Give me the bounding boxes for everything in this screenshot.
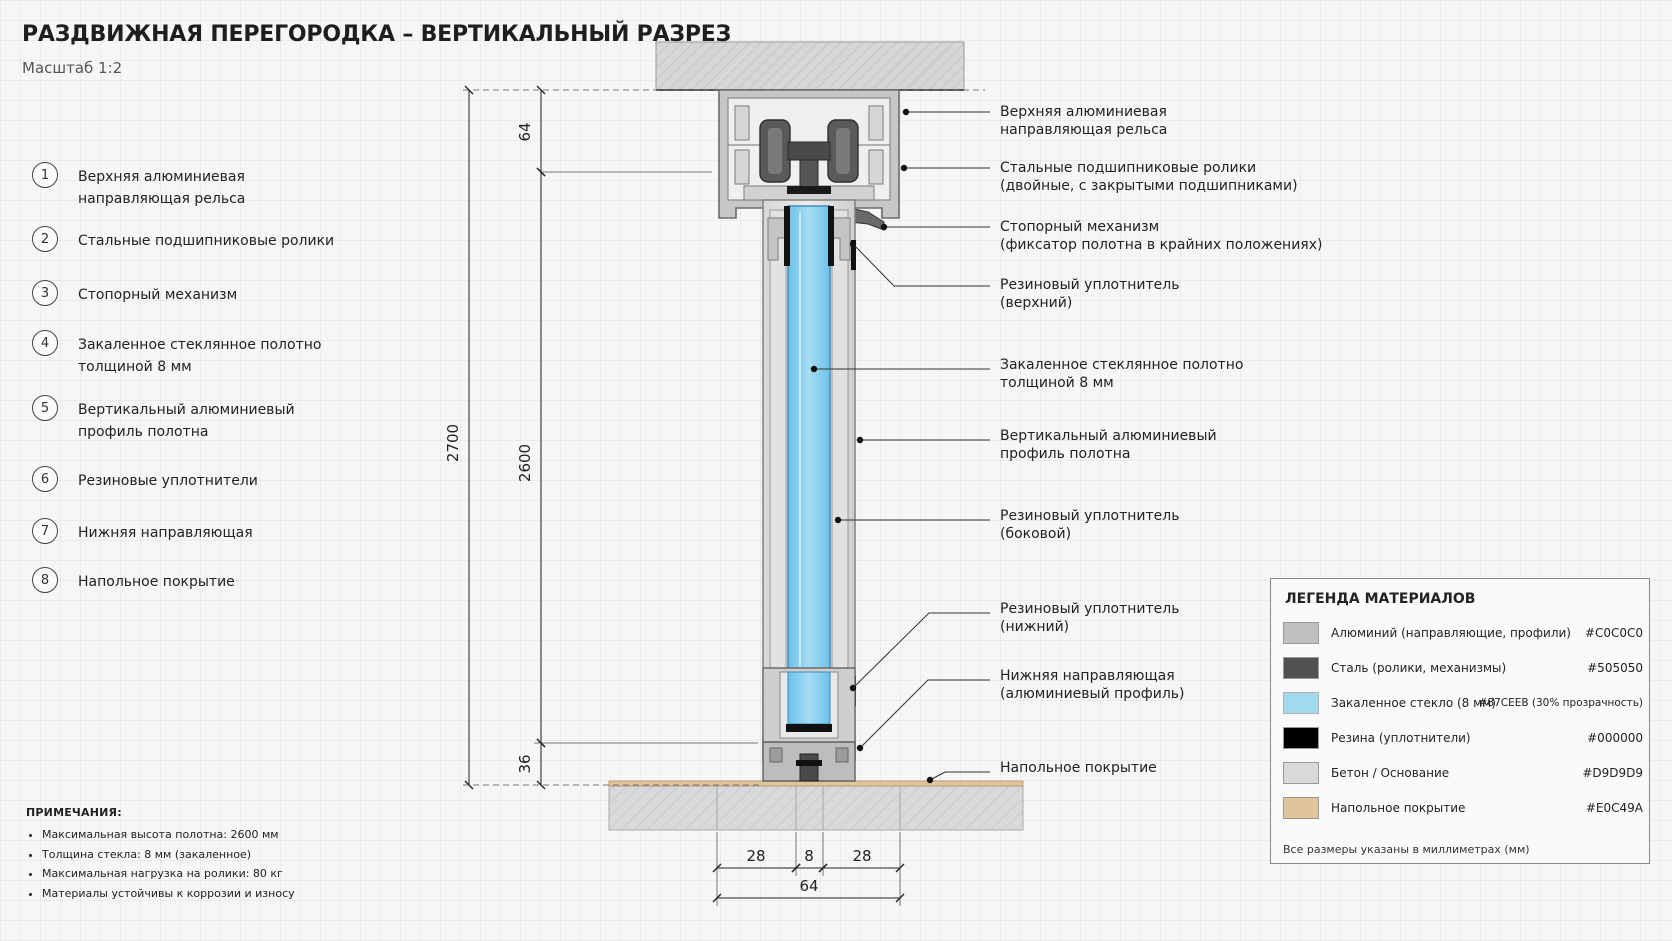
leader-dots xyxy=(810,108,934,784)
legend-swatch xyxy=(1283,622,1319,644)
legend-code: #000000 xyxy=(1587,731,1643,745)
callout-rollers: Стальные подшипниковые ролики xyxy=(1000,160,1256,176)
legend-code: #E0C49A xyxy=(1585,801,1643,815)
part-label: Вертикальный алюминиевый профиль полотна xyxy=(78,402,295,440)
part-number: 1 xyxy=(32,162,58,188)
notes-list: Максимальная высота полотна: 2600 мм Тол… xyxy=(26,825,295,903)
dim-right-profile-label: 28 xyxy=(852,847,871,865)
callout-seal-bottom-line2: (нижний) xyxy=(1000,619,1069,635)
bottom-guide xyxy=(762,667,856,782)
legend-swatch xyxy=(1283,797,1319,819)
parts-list-item: 6 Резиновые уплотнители xyxy=(32,466,362,492)
materials-legend: ЛЕГЕНДА МАТЕРИАЛОВ Алюминий (направляющи… xyxy=(1270,578,1650,864)
legend-row: Бетон / Основание #D9D9D9 xyxy=(1283,761,1643,785)
legend-footnote: Все размеры указаны в миллиметрах (мм) xyxy=(1283,843,1530,856)
callout-seal-side-line2: (боковой) xyxy=(1000,526,1071,542)
part-label: Верхняя алюминиевая направляющая рельса xyxy=(78,169,246,207)
parts-list-item: 3 Стопорный механизм xyxy=(32,280,362,306)
dimension-partial-heights xyxy=(534,85,758,790)
note-item: Толщина стекла: 8 мм (закаленное) xyxy=(42,845,295,865)
callout-floor: Напольное покрытие xyxy=(1000,760,1157,776)
callout-top-rail: Верхняя алюминиевая xyxy=(1000,104,1167,120)
callout-glass: Закаленное стеклянное полотно xyxy=(1000,357,1243,373)
part-label: Резиновые уплотнители xyxy=(78,473,258,489)
dim-total-width-label: 64 xyxy=(799,877,818,895)
legend-row: Алюминий (направляющие, профили) #C0C0C0 xyxy=(1283,621,1643,645)
notes-heading: ПРИМЕЧАНИЯ: xyxy=(26,806,122,819)
callout-rollers-line2: (двойные, с закрытыми подшипниками) xyxy=(1000,178,1298,194)
part-number: 6 xyxy=(32,466,58,492)
legend-name: Бетон / Основание xyxy=(1331,766,1450,780)
legend-name: Напольное покрытие xyxy=(1331,801,1466,815)
callout-seal-top-line2: (верхний) xyxy=(1000,295,1072,311)
legend-name: Закаленное стекло (8 мм) xyxy=(1331,696,1496,710)
callout-top-rail-line2: направляющая рельса xyxy=(1000,122,1167,138)
callout-seal-side: Резиновый уплотнитель xyxy=(1000,508,1180,524)
scale-label: Масштаб 1:2 xyxy=(22,59,123,77)
part-label: Стальные подшипниковые ролики xyxy=(78,233,335,249)
callout-stopper-line2: (фиксатор полотна в крайних положениях) xyxy=(1000,237,1322,253)
part-number: 2 xyxy=(32,226,58,252)
legend-row: Резина (уплотнители) #000000 xyxy=(1283,726,1643,750)
part-label: Стопорный механизм xyxy=(78,287,238,303)
legend-title: ЛЕГЕНДА МАТЕРИАЛОВ xyxy=(1285,591,1476,607)
legend-row: Напольное покрытие #E0C49A xyxy=(1283,796,1643,820)
dim-glass-label: 8 xyxy=(804,847,814,865)
steel-rollers xyxy=(759,119,859,194)
callout-seal-top: Резиновый уплотнитель xyxy=(1000,277,1180,293)
dim-panel-label: 2600 xyxy=(516,444,534,482)
parts-list-item: 8 Напольное покрытие xyxy=(32,567,362,593)
parts-list-item: 2 Стальные подшипниковые ролики xyxy=(32,226,362,252)
part-number: 5 xyxy=(32,395,58,421)
glass-pane xyxy=(787,205,831,727)
dimension-total-height xyxy=(463,85,985,790)
part-number: 3 xyxy=(32,280,58,306)
parts-list-item: 5 Вертикальный алюминиевый профиль полотн… xyxy=(32,395,362,443)
dim-total-height-label: 2700 xyxy=(444,424,462,462)
parts-list-item: 7 Нижняя направляющая xyxy=(32,518,362,544)
note-item: Материалы устойчивы к коррозии и износу xyxy=(42,884,295,904)
dimension-widths xyxy=(712,832,905,906)
callout-labels: Верхняя алюминиевая направляющая рельса … xyxy=(1000,104,1322,776)
leader-lines xyxy=(814,111,990,781)
legend-code: #505050 xyxy=(1587,661,1643,675)
floor-assembly xyxy=(608,780,1024,831)
callout-seal-bottom: Резиновый уплотнитель xyxy=(1000,601,1180,617)
parts-list-item: 1 Верхняя алюминиевая направляющая рельса xyxy=(32,162,362,210)
part-label: Закаленное стеклянное полотно толщиной 8… xyxy=(78,337,322,375)
part-label: Нижняя направляющая xyxy=(78,525,253,541)
legend-name: Сталь (ролики, механизмы) xyxy=(1331,661,1507,675)
note-item: Максимальная высота полотна: 2600 мм xyxy=(42,825,295,845)
legend-swatch xyxy=(1283,657,1319,679)
notes-block: ПРИМЕЧАНИЯ: Максимальная высота полотна:… xyxy=(26,806,295,903)
callout-glass-line2: толщиной 8 мм xyxy=(1000,375,1114,391)
legend-code: #D9D9D9 xyxy=(1582,766,1643,780)
parts-list-item: 4 Закаленное стеклянное полотно толщиной … xyxy=(32,330,362,378)
legend-row: Закаленное стекло (8 мм)#87CEEB (30% про… xyxy=(1283,691,1643,715)
dim-left-profile-label: 28 xyxy=(746,847,765,865)
part-number: 8 xyxy=(32,567,58,593)
legend-swatch xyxy=(1283,727,1319,749)
note-item: Максимальная нагрузка на ролики: 80 кг xyxy=(42,864,295,884)
callout-bottom-guide: Нижняя направляющая xyxy=(1000,668,1175,684)
legend-name: Алюминий (направляющие, профили) xyxy=(1331,626,1571,640)
callout-stopper: Стопорный механизм xyxy=(1000,219,1159,235)
legend-code: #87CEEB (30% прозрачность) xyxy=(1478,697,1643,709)
legend-swatch xyxy=(1283,692,1319,714)
dim-bottom-rail-label: 36 xyxy=(516,754,534,773)
part-number: 7 xyxy=(32,518,58,544)
callout-profile: Вертикальный алюминиевый xyxy=(1000,428,1217,444)
callout-profile-line2: профиль полотна xyxy=(1000,446,1130,462)
callout-bottom-guide-line2: (алюминиевый профиль) xyxy=(1000,686,1185,702)
legend-name: Резина (уплотнители) xyxy=(1331,731,1471,745)
legend-swatch xyxy=(1283,762,1319,784)
page-title: РАЗДВИЖНАЯ ПЕРЕГОРОДКА – ВЕРТИКАЛЬНЫЙ РА… xyxy=(22,22,732,47)
part-number: 4 xyxy=(32,330,58,356)
ceiling-slab xyxy=(655,41,965,91)
legend-row: Сталь (ролики, механизмы) #505050 xyxy=(1283,656,1643,680)
part-label: Напольное покрытие xyxy=(78,574,235,590)
legend-code: #C0C0C0 xyxy=(1584,626,1643,640)
dim-top-rail-label: 64 xyxy=(516,122,534,141)
